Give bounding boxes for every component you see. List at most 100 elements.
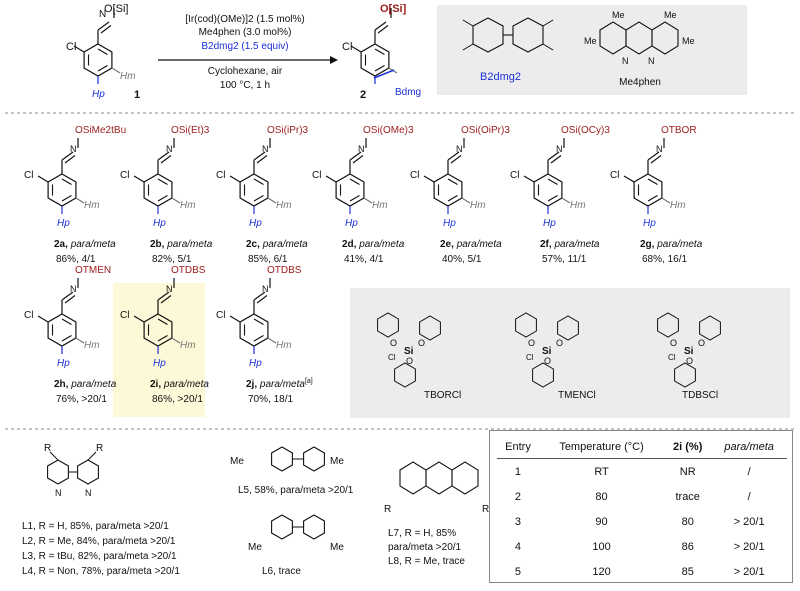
table-cell: RT [594, 465, 609, 478]
col-entry: Entry [497, 437, 539, 459]
table-cell: 120 [592, 565, 611, 578]
svg-text:Me: Me [664, 10, 677, 20]
svg-text:O: O [698, 338, 705, 348]
label-2e: 2e, para/meta [440, 239, 502, 250]
cl-2h: Cl [24, 310, 33, 321]
svg-text:O: O [406, 356, 413, 366]
svg-text:N: N [622, 56, 629, 66]
ligand-L5: Me Me L5, 58%, para/meta >20/1 [230, 446, 354, 496]
silyl-group-2a: OSiMe2tBu [75, 125, 126, 136]
svg-text:O: O [528, 338, 535, 348]
cond-boron: B2dmg2 (1.5 equiv) [201, 41, 288, 52]
label-2g: 2g, para/meta [640, 239, 703, 250]
svg-text:Me: Me [682, 36, 695, 46]
svg-text:N: N [85, 488, 92, 498]
svg-text:Hm: Hm [372, 200, 388, 211]
cond-solvent: Cyclohexane, air [208, 66, 283, 77]
svg-text:N: N [55, 488, 62, 498]
svg-text:Hp: Hp [153, 358, 166, 369]
svg-text:Hm: Hm [670, 200, 686, 211]
table-cell: 85 [681, 565, 694, 578]
svg-text:Me: Me [230, 456, 244, 467]
svg-text:R: R [44, 443, 51, 454]
oxime-n: N [166, 284, 173, 294]
cond-ligand: Me4phen (3.0 mol%) [199, 27, 292, 38]
table-cell: 3 [514, 515, 522, 528]
svg-text:Me: Me [584, 36, 597, 46]
table-cell: 1 [514, 465, 522, 478]
svg-text:O: O [670, 338, 677, 348]
table-cell: 90 [595, 515, 608, 528]
label-2j: 2j, para/meta[a] [246, 378, 313, 390]
cl-2e: Cl [410, 170, 419, 181]
svg-text:O: O [390, 338, 397, 348]
sm-hm: Hm [120, 71, 136, 82]
svg-text:Hp: Hp [249, 358, 262, 369]
product-label: 2 [360, 89, 366, 101]
svg-text:Hp: Hp [345, 218, 358, 229]
col-ratio: para/meta [711, 437, 787, 459]
svg-text:Si: Si [684, 346, 694, 357]
svg-text:Hm: Hm [180, 200, 196, 211]
silyl-label-TBORCl: TBORCl [424, 390, 461, 401]
sm-label: 1 [134, 89, 140, 101]
table-cell: / [747, 465, 751, 478]
table-cell: 80 [595, 490, 608, 503]
svg-text:R: R [96, 443, 103, 454]
cl-2j: Cl [216, 310, 225, 321]
svg-text:O: O [418, 338, 425, 348]
svg-text:N: N [648, 56, 655, 66]
label-2d: 2d, para/meta [342, 239, 405, 250]
conditions-table: Entry Temperature (°C) 2i (%) para/meta … [497, 437, 787, 584]
oxime-n: N [262, 284, 269, 294]
svg-text:R: R [482, 504, 489, 515]
cl-2a: Cl [24, 170, 33, 181]
label-2f: 2f, para/meta [540, 239, 600, 250]
cl-2g: Cl [610, 170, 619, 181]
silyl-label-TMENCl: TMENCl [558, 390, 596, 401]
svg-text:para/meta >20/1: para/meta >20/1 [388, 542, 462, 553]
ligand-L1: L1, R = H, 85%, para/meta >20/1 [22, 521, 169, 532]
sm-n: N [99, 9, 106, 20]
silyl-group-2e: OSi(OiPr)3 [461, 125, 510, 136]
oxime-n: N [556, 144, 563, 154]
yield-2c: 85%, 6/1 [248, 254, 288, 265]
col-temperature: Temperature (°C) [538, 437, 665, 459]
silyl-group-2c: OSi(iPr)3 [267, 125, 309, 136]
table-cell: 100 [592, 540, 611, 553]
table-cell: > 20/1 [733, 515, 765, 528]
svg-text:O: O [544, 356, 551, 366]
oxime-n: N [656, 144, 663, 154]
svg-text:Hp: Hp [249, 218, 262, 229]
oxime-n: N [456, 144, 463, 154]
table-cell: > 20/1 [733, 565, 765, 578]
silyl-group-2h: OTMEN [75, 265, 111, 276]
scheme-starting-material: N O[Si] Cl Hm Hp 1 [66, 3, 140, 101]
yield-2i: 86%, >20/1 [152, 394, 203, 405]
svg-text:Hm: Hm [84, 200, 100, 211]
cl-2d: Cl [312, 170, 321, 181]
yield-2g: 68%, 16/1 [642, 254, 687, 265]
product-cl: Cl [342, 41, 352, 53]
col-yield: 2i (%) [664, 437, 712, 459]
b2dmg2-structure: B2dmg2 [462, 17, 554, 83]
table-cell: 80 [681, 515, 694, 528]
yield-2d: 41%, 4/1 [344, 254, 384, 265]
svg-text:Me: Me [248, 542, 262, 553]
table-cell: 4 [514, 540, 522, 553]
svg-text:Si: Si [542, 346, 552, 357]
ligand-L4: L4, R = Non, 78%, para/meta >20/1 [22, 566, 180, 577]
ligand-bipyridine-L1-L4: R R N N L1, R = H, 85%, para/meta >20/1 … [22, 443, 180, 577]
